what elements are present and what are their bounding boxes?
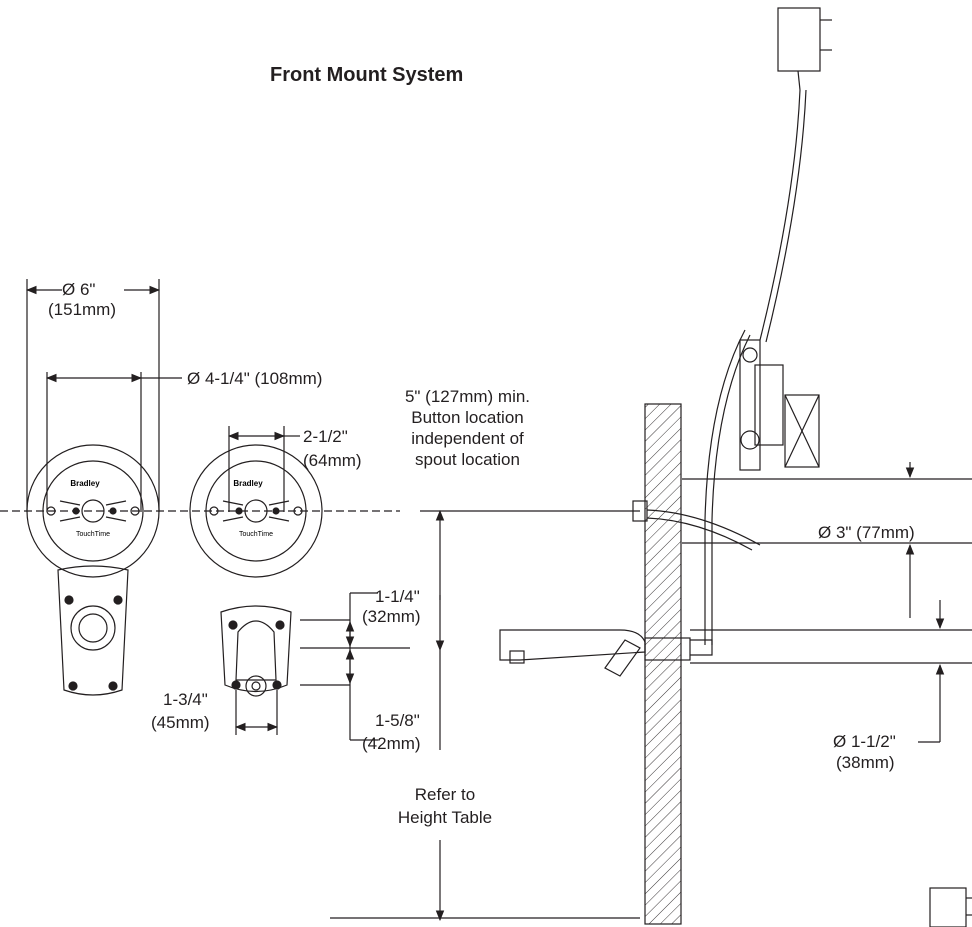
height-note-line2: Height Table [397,808,493,827]
valve-assembly [739,339,820,471]
button-note-line1: 5" (127mm) min. [404,387,531,406]
right-faceplate [189,444,323,697]
button-note-line2: Button location [411,408,524,427]
spout [499,629,646,661]
button-note-line4: spout location [415,450,520,469]
dim-1-3-4-mm-label: (45mm) [151,713,210,732]
height-note-line1: Refer to [414,785,476,804]
dim-1-3-4-label: 1-3/4" [163,690,208,709]
plate-product-right: TouchTime [239,531,273,538]
plate-brand-right: Bradley [233,479,263,488]
power-adapter-bottom [929,887,967,927]
plate-brand-left: Bradley [70,479,100,488]
dim-6in-label: Ø 6" [62,280,96,299]
dim-1-1-2-mm-label: (38mm) [836,753,895,772]
dim-1-1-4-mm-label: (32mm) [362,607,421,626]
dim-6in-mm-label: (151mm) [48,300,117,319]
page-title: Front Mount System [270,64,464,86]
dim-1-5-8-mm-label: (42mm) [362,734,421,753]
dim-1-5-8-label: 1-5/8" [375,711,420,730]
power-adapter-top [777,7,821,72]
button-note-line3: independent of [411,429,524,448]
dim-1-1-2-label: Ø 1-1/2" [833,732,896,751]
plate-product-left: TouchTime [76,531,110,538]
dim-1-1-4-label: 1-1/4" [375,587,420,606]
dim-2-1-2-mm-label: (64mm) [303,451,362,470]
dim-3in-label: Ø 3" (77mm) [818,523,915,542]
left-faceplate [26,444,160,696]
wall-section [644,403,682,925]
dim-2-1-2-label: 2-1/2" [303,427,348,446]
dim-4-1-4-label: Ø 4-1/4" (108mm) [187,369,323,388]
